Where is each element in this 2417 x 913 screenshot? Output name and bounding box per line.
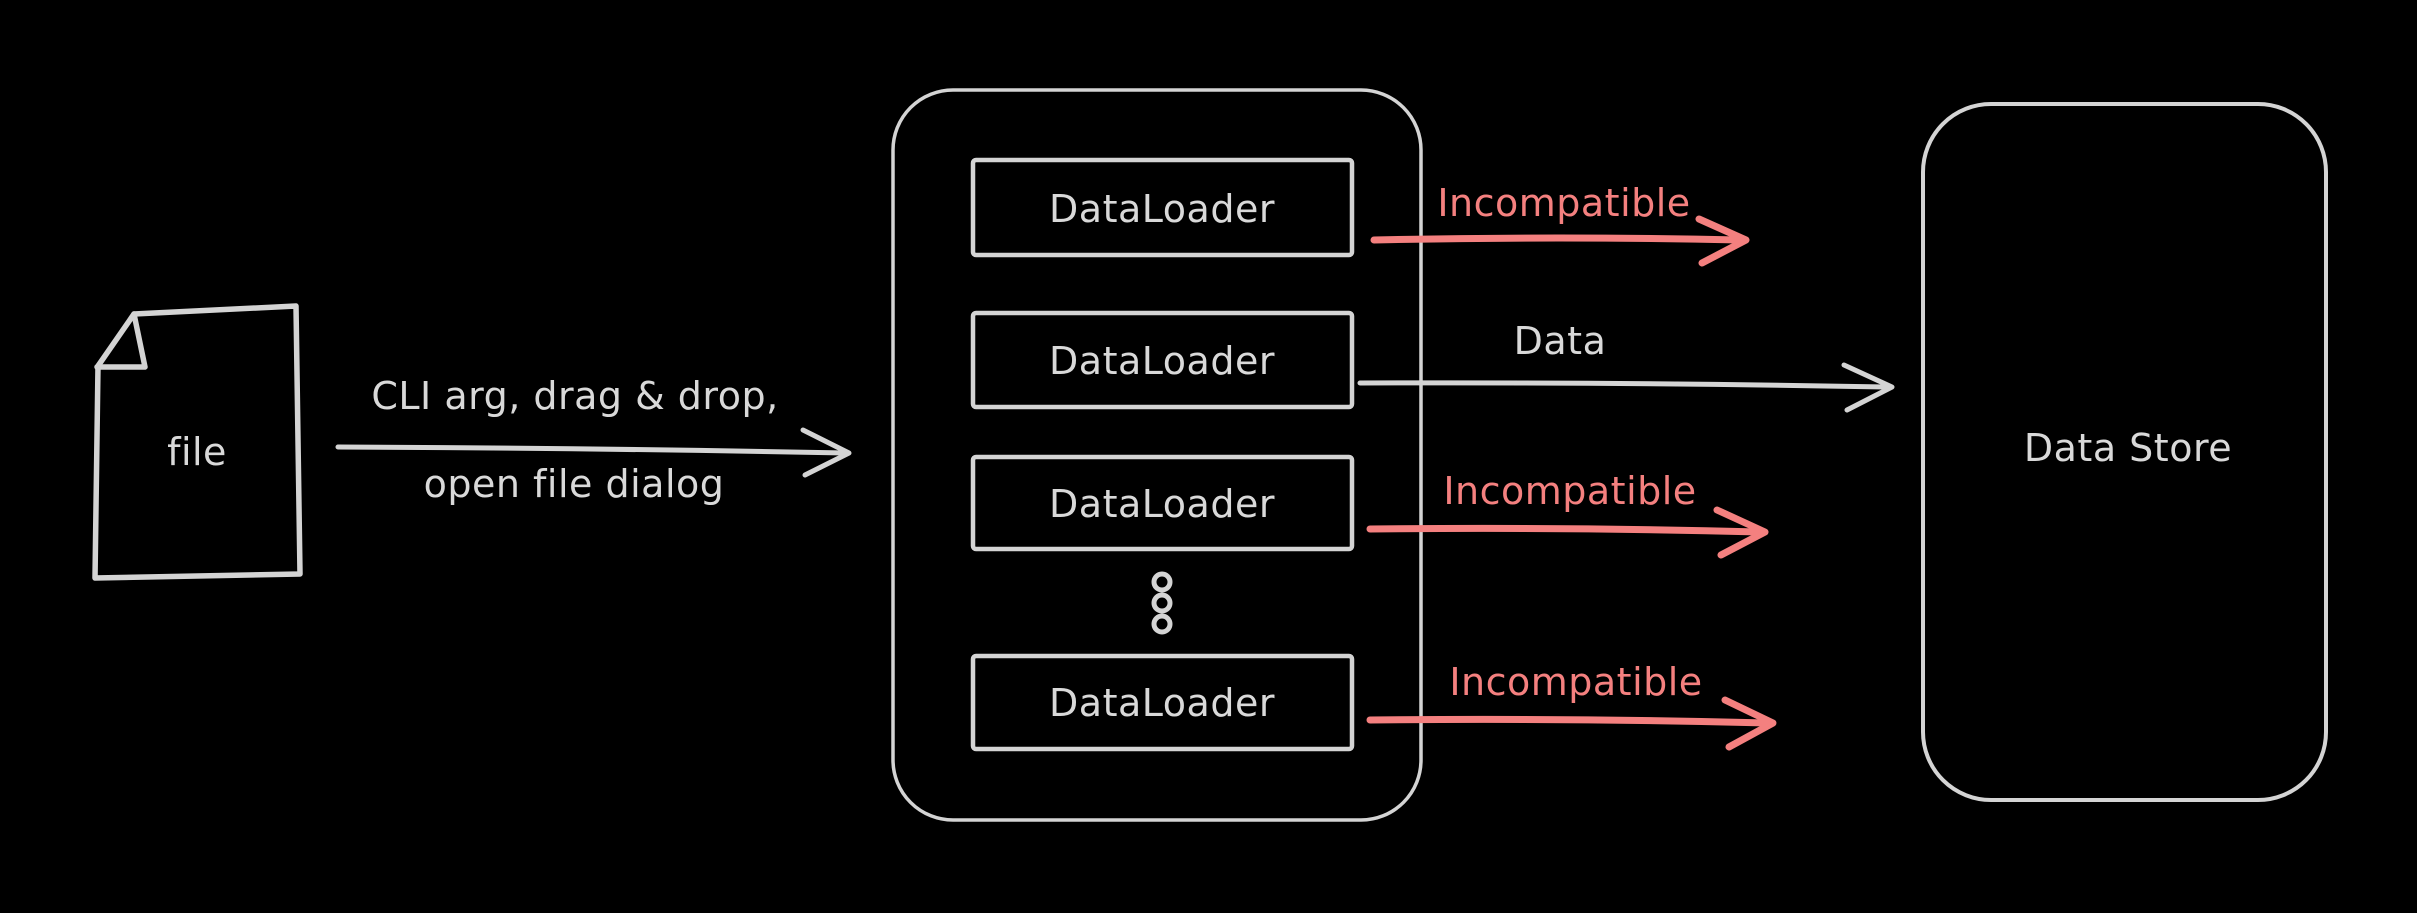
dataloader-box-1-label: DataLoader <box>1049 187 1275 231</box>
data-store-label: Data Store <box>2023 426 2233 470</box>
file-icon <box>92 303 303 581</box>
incompatible-arrow-1 <box>1370 215 1750 267</box>
dataloader-box-3-label: DataLoader <box>1049 482 1275 526</box>
incompatible-arrow-3 <box>1366 696 1777 751</box>
incompatible-arrow-2-label: Incompatible <box>1443 469 1697 513</box>
incompatible-arrow-2 <box>1366 506 1769 559</box>
data-arrow <box>1357 362 1895 413</box>
ingest-arrow-label-line2: open file dialog <box>423 462 725 506</box>
dataloader-box-2 <box>970 310 1355 410</box>
dataloader-box-3 <box>970 454 1355 552</box>
dataloader-box-4-label: DataLoader <box>1049 681 1275 725</box>
incompatible-arrow-1-label: Incompatible <box>1437 181 1691 225</box>
ingest-arrow-label-line1: CLI arg, drag & drop, <box>371 374 779 418</box>
incompatible-arrow-3-label: Incompatible <box>1449 660 1703 704</box>
data-arrow-label: Data <box>1513 319 1607 363</box>
dataloader-box-2-label: DataLoader <box>1049 339 1275 383</box>
dataloader-box-4 <box>970 653 1355 752</box>
dataloader-box-1 <box>970 157 1355 258</box>
loader-container <box>891 88 1423 822</box>
ingest-arrow <box>335 427 852 478</box>
ellipsis-dots-icon <box>1151 571 1173 635</box>
file-label: file <box>167 430 227 474</box>
data-store-box <box>1921 102 2328 802</box>
